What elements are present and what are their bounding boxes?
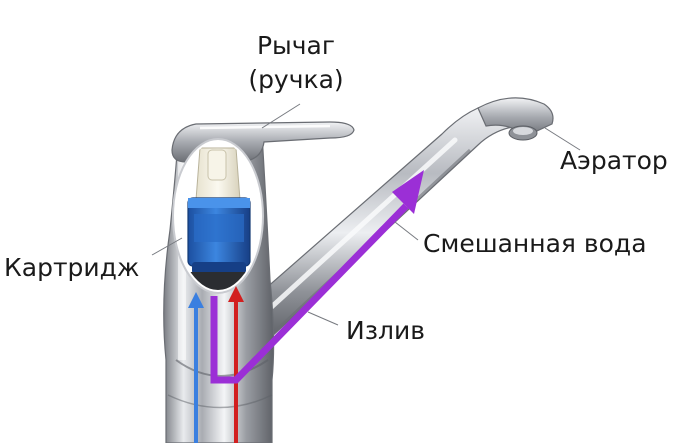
cartridge-label: Картридж <box>4 253 140 282</box>
mixed-water-label: Смешанная вода <box>423 229 647 258</box>
leader-line-cartridge <box>151 237 183 256</box>
lever-label: Рычаг (ручка) <box>238 33 354 92</box>
leader-line-aerator <box>544 127 581 151</box>
lever-title: Рычаг <box>256 31 336 60</box>
lever-subtitle: (ручка) <box>248 65 344 94</box>
leader-line-spout <box>307 311 339 326</box>
hot-water-arrow <box>228 286 244 443</box>
cold-water-arrow <box>188 292 204 443</box>
mixed-water-arrow <box>210 170 424 384</box>
aerator-head <box>477 97 554 141</box>
leader-line-mixed-water <box>394 221 419 241</box>
leader-line-lever <box>261 103 301 129</box>
spout-label: Излив <box>346 316 425 345</box>
aerator-label: Аэратор <box>560 146 668 175</box>
leader-lines <box>151 103 581 326</box>
cartridge-cutaway <box>172 138 264 294</box>
